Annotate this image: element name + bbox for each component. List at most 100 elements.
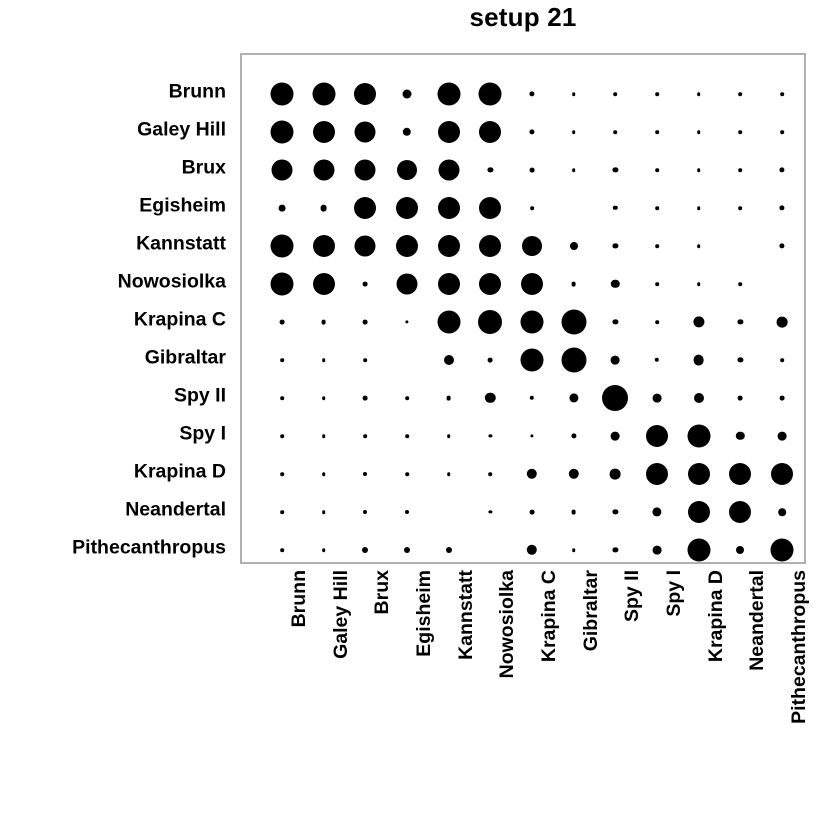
bubble-cell: [280, 472, 284, 476]
bubble-cell: [363, 358, 368, 362]
bubble-cell: [354, 121, 376, 143]
bubble-cell: [478, 82, 502, 106]
bubble-cell: [280, 434, 284, 438]
bubble-cell: [479, 235, 502, 257]
bubble-cell: [402, 89, 412, 99]
bubble-cell: [729, 463, 752, 485]
bubble-cell: [561, 347, 587, 373]
bubble-cell: [526, 544, 538, 556]
bubble-cell: [652, 545, 662, 555]
x-tick-label: Galey Hill: [329, 570, 352, 659]
y-tick-label: Krapina C: [133, 308, 226, 331]
bubble-cell: [737, 319, 743, 325]
bubble-cell: [655, 92, 659, 96]
x-tick-label: Krapina D: [704, 570, 727, 663]
bubble-cell: [363, 472, 368, 476]
bubble-cell: [654, 357, 660, 363]
bubble-cell: [780, 358, 784, 362]
bubble-cell: [362, 395, 368, 401]
bubble-cell: [437, 197, 460, 219]
bubble-cell: [280, 396, 284, 400]
bubble-cell: [405, 396, 409, 400]
bubble-cell: [569, 393, 579, 403]
bubble-cell: [488, 472, 493, 476]
x-tick-label: Neandertal: [746, 570, 769, 671]
bubble-cell: [526, 468, 538, 480]
plot-frame: [240, 53, 806, 564]
bubble-cell: [612, 319, 618, 325]
bubble-layer: [242, 55, 804, 562]
bubble-cell: [521, 273, 543, 295]
bubble-cell: [646, 425, 668, 447]
bubble-cell: [779, 395, 785, 401]
bubble-cell: [693, 354, 705, 366]
bubble-cell: [696, 168, 701, 172]
bubble-cell: [696, 282, 701, 286]
bubble-cell: [529, 395, 535, 401]
bubble-cell: [437, 235, 460, 257]
bubble-cell: [529, 509, 535, 515]
bubble-cell: [362, 319, 368, 325]
bubble-cell: [729, 501, 752, 523]
bubble-cell: [609, 468, 621, 480]
bubble-cell: [270, 234, 294, 258]
bubble-cell: [522, 236, 542, 256]
bubble-cell: [693, 316, 705, 328]
bubble-cell: [397, 160, 417, 180]
bubble-cell: [278, 204, 286, 212]
bubble-cell: [354, 83, 377, 105]
y-tick-label: Brux: [181, 156, 226, 179]
bubble-cell: [485, 392, 496, 404]
bubble-cell: [405, 320, 409, 324]
bubble-cell: [655, 320, 659, 324]
bubble-cell: [612, 547, 618, 553]
bubble-cell: [280, 510, 284, 514]
bubble-cell: [479, 273, 502, 295]
bubble-cell: [437, 273, 460, 295]
bubble-cell: [571, 130, 576, 134]
y-tick-label: Nowosiolka: [117, 270, 226, 293]
bubble-cell: [738, 92, 743, 96]
bubble-cell: [271, 159, 293, 181]
bubble-cell: [488, 434, 492, 438]
bubble-cell: [530, 434, 534, 438]
x-tick-label: Gibraltar: [579, 570, 602, 652]
bubble-cell: [362, 547, 369, 553]
bubble-cell: [321, 396, 326, 400]
bubble-cell: [312, 273, 335, 295]
bubble-cell: [613, 92, 618, 96]
bubble-cell: [405, 510, 409, 514]
y-tick-label: Gibraltar: [144, 346, 226, 369]
bubble-cell: [279, 319, 285, 325]
bubble-cell: [321, 434, 326, 438]
bubble-cell: [738, 282, 743, 286]
bubble-cell: [479, 197, 502, 219]
x-tick-label: Brux: [371, 570, 394, 615]
bubble-cell: [738, 206, 743, 210]
bubble-cell: [737, 357, 743, 363]
bubble-cell: [437, 121, 460, 143]
bubble-cell: [405, 472, 409, 476]
bubble-cell: [479, 121, 502, 143]
bubble-cell: [529, 91, 535, 97]
bubble-cell: [437, 82, 461, 106]
bubble-cell: [396, 273, 418, 295]
x-tick-label: Krapina C: [538, 570, 560, 663]
bubble-cell: [771, 463, 793, 485]
bubble-cell: [612, 243, 618, 249]
bubble-cell: [770, 538, 794, 562]
bubble-cell: [571, 92, 576, 96]
bubble-cell: [443, 355, 454, 365]
bubble-cell: [652, 507, 662, 517]
bubble-cell: [611, 279, 620, 289]
bubble-cell: [321, 510, 326, 514]
bubble-cell: [687, 463, 710, 485]
bubble-cell: [655, 244, 659, 248]
bubble-cell: [779, 167, 785, 173]
bubble-cell: [571, 433, 577, 439]
bubble-cell: [446, 395, 452, 401]
bubble-cell: [396, 197, 418, 219]
bubble-cell: [445, 547, 452, 553]
bubble-cell: [737, 395, 743, 401]
